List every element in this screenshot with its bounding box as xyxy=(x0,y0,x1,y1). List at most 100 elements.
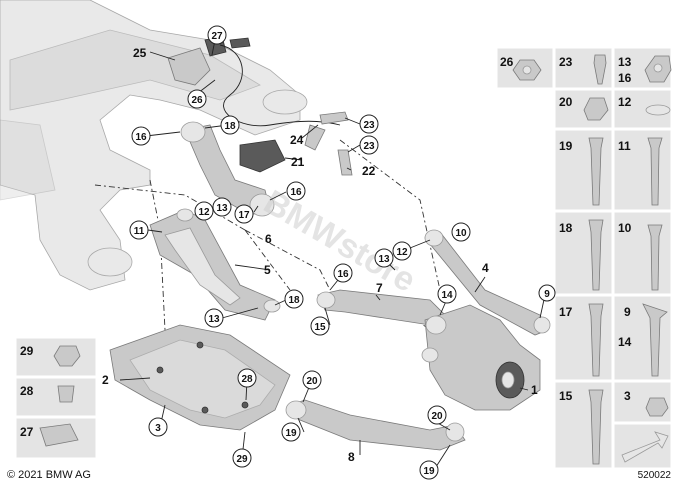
svg-text:28: 28 xyxy=(20,384,34,398)
diagram-id: 520022 xyxy=(638,470,672,481)
wheel-carrier xyxy=(421,304,541,411)
callout-22: 22 xyxy=(362,164,376,178)
svg-text:14: 14 xyxy=(618,335,632,349)
svg-text:11: 11 xyxy=(618,139,631,153)
svg-text:8: 8 xyxy=(348,450,355,464)
svg-text:20: 20 xyxy=(431,411,443,422)
callout-28-a: 28 xyxy=(237,368,257,388)
svg-text:2: 2 xyxy=(102,373,109,387)
svg-text:29: 29 xyxy=(236,454,248,465)
callout-29-a: 29 xyxy=(232,448,252,468)
svg-text:23: 23 xyxy=(559,55,573,69)
svg-text:3: 3 xyxy=(155,423,161,434)
callout-21: 21 xyxy=(291,155,305,169)
callout-13-b: 13 xyxy=(204,308,224,328)
svg-text:23: 23 xyxy=(363,120,375,131)
callout-13-c: 13 xyxy=(374,248,394,268)
callout-16-a: 16 xyxy=(131,126,151,146)
svg-text:3: 3 xyxy=(624,389,631,403)
upper-control-arm xyxy=(180,121,286,217)
svg-text:16: 16 xyxy=(337,269,349,280)
svg-text:13: 13 xyxy=(216,203,228,214)
svg-text:9: 9 xyxy=(544,289,550,300)
svg-text:22: 22 xyxy=(362,164,376,178)
svg-text:6: 6 xyxy=(265,232,272,246)
svg-text:27: 27 xyxy=(211,31,223,42)
svg-text:15: 15 xyxy=(314,322,326,333)
left-grid-labels: 29 28 27 xyxy=(20,344,34,439)
svg-text:17: 17 xyxy=(559,305,573,319)
callout-20-a: 20 xyxy=(302,370,322,390)
height-sensor-assembly xyxy=(167,35,341,127)
callout-18-b: 18 xyxy=(284,289,304,309)
svg-text:28: 28 xyxy=(241,374,253,385)
callout-2: 2 xyxy=(102,373,109,387)
svg-text:16: 16 xyxy=(290,187,302,198)
callout-7: 7 xyxy=(376,281,383,295)
svg-text:10: 10 xyxy=(618,221,632,235)
callout-16-c: 16 xyxy=(333,263,353,283)
callout-13-a: 13 xyxy=(212,197,232,217)
svg-text:5: 5 xyxy=(264,263,271,277)
callout-19-b: 19 xyxy=(419,460,439,480)
svg-text:16: 16 xyxy=(618,71,632,85)
callout-3: 3 xyxy=(148,417,168,437)
watermark: BMWstore xyxy=(257,183,422,300)
callout-9: 9 xyxy=(538,284,556,302)
callout-25: 25 xyxy=(133,46,147,60)
callout-12-b: 12 xyxy=(392,241,412,261)
svg-text:10: 10 xyxy=(455,228,467,239)
callout-27: 27 xyxy=(207,25,227,45)
copyright: © 2021 BMW AG xyxy=(7,469,91,481)
svg-text:24: 24 xyxy=(290,133,304,147)
svg-text:11: 11 xyxy=(134,226,145,237)
callout-12-a: 12 xyxy=(194,201,214,221)
fastener-grid xyxy=(496,47,672,469)
side-grid-labels: 26 23 13 16 20 12 19 11 18 10 17 9 14 15… xyxy=(500,55,632,403)
callout-11: 11 xyxy=(129,220,149,240)
callout-14: 14 xyxy=(437,284,457,304)
svg-text:21: 21 xyxy=(291,155,305,169)
callout-6: 6 xyxy=(265,232,272,246)
svg-text:26: 26 xyxy=(191,95,203,106)
trailing-arm-8 xyxy=(285,399,466,451)
callout-24: 24 xyxy=(290,133,304,147)
svg-text:9: 9 xyxy=(624,305,631,319)
callout-18-a: 18 xyxy=(220,115,240,135)
svg-text:13: 13 xyxy=(618,55,632,69)
svg-text:7: 7 xyxy=(376,281,383,295)
callout-19-a: 19 xyxy=(281,422,301,442)
callout-23-a: 23 xyxy=(359,114,379,134)
svg-text:25: 25 xyxy=(133,46,147,60)
svg-text:4: 4 xyxy=(482,261,489,275)
callout-17: 17 xyxy=(234,204,254,224)
underbody-shield xyxy=(109,324,291,431)
svg-text:15: 15 xyxy=(559,389,573,403)
svg-text:23: 23 xyxy=(363,141,375,152)
svg-text:20: 20 xyxy=(559,95,573,109)
svg-text:1: 1 xyxy=(531,383,538,397)
svg-text:19: 19 xyxy=(559,139,573,153)
clip-grid xyxy=(15,337,97,459)
svg-text:20: 20 xyxy=(306,376,318,387)
callout-20-b: 20 xyxy=(427,405,447,425)
control-arm-7 xyxy=(316,289,446,326)
svg-text:29: 29 xyxy=(20,344,34,358)
callout-8: 8 xyxy=(348,450,355,464)
svg-text:12: 12 xyxy=(396,247,408,258)
svg-text:12: 12 xyxy=(618,95,632,109)
svg-text:16: 16 xyxy=(135,132,147,143)
svg-text:18: 18 xyxy=(559,221,573,235)
callout-1: 1 xyxy=(531,383,538,397)
svg-text:26: 26 xyxy=(500,55,514,69)
svg-text:19: 19 xyxy=(423,466,435,477)
svg-text:12: 12 xyxy=(198,207,210,218)
lower-wishbone xyxy=(149,208,281,321)
callout-10: 10 xyxy=(451,222,471,242)
control-arm-4 xyxy=(424,229,551,336)
callout-4: 4 xyxy=(482,261,489,275)
svg-text:27: 27 xyxy=(20,425,34,439)
svg-text:19: 19 xyxy=(285,428,297,439)
svg-text:17: 17 xyxy=(238,210,250,221)
